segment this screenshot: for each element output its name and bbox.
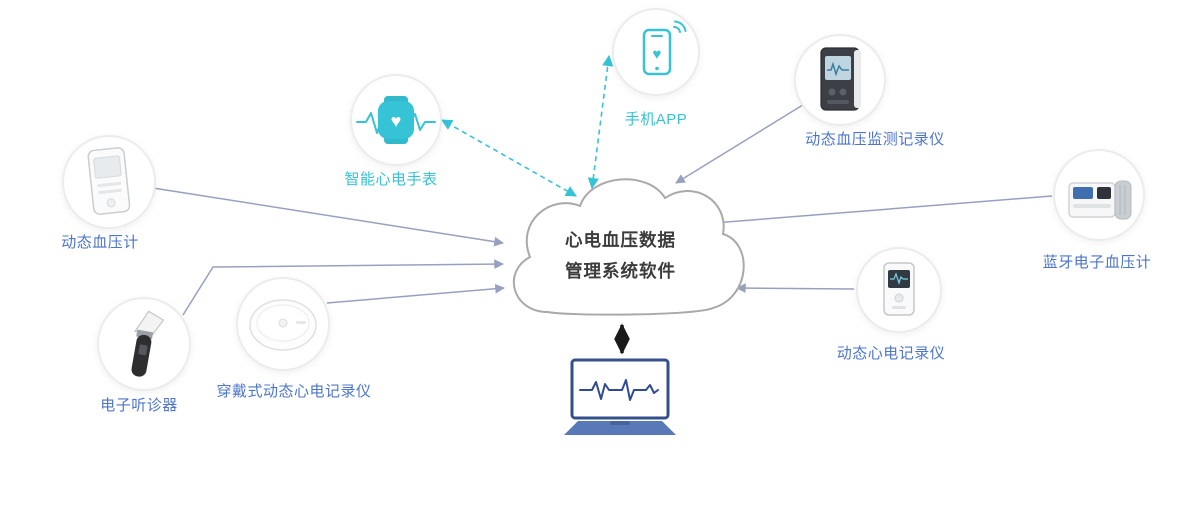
bp-monitor-node [794,34,886,126]
blood-pressure-device-icon [87,147,131,215]
arrow-cloud-to-watch [441,119,577,197]
smartwatch-label: 智能心电手表 [344,171,438,188]
arrow-cloud-to-phone [587,54,614,190]
arrow-bp-monitor-to-cloud [675,102,807,184]
laptop-ecg-icon [564,358,676,435]
bluetooth-bp-device-icon [1068,180,1132,220]
bp-left-label: 动态血压计 [61,234,139,251]
ecg-patch-label: 穿戴式动态心电记录仪 [216,383,372,400]
ecg-patch-icon [249,299,317,351]
smartphone-icon: ♥ [642,20,687,76]
ecg-box-node [1053,149,1145,241]
cloud-shape [512,178,745,316]
arrow-patch-to-cloud [326,283,505,304]
cloud-title: 心电血压数据 管理系统软件 [548,225,693,287]
phone-label: 手机APP [624,111,688,128]
bp-left-node [62,135,156,229]
ecg-patch-node [236,277,330,371]
arrow-ear-to-cloud [182,259,504,316]
bp-monitor-label: 动态血压监测记录仪 [805,131,945,148]
holter-node [856,247,942,333]
ear-device-node [97,297,191,391]
phone-node: ♥ [612,8,700,96]
svg-text:♥: ♥ [653,46,662,63]
laptop-node [558,358,682,451]
holter-recorder-icon [883,262,915,316]
ear-device-label: 电子听诊器 [100,397,178,414]
cloud-title-line1: 心电血压数据 [565,230,676,250]
arrow-bp-left-to-cloud [152,187,504,247]
cloud-title-line2: 管理系统软件 [565,261,676,281]
svg-text:♥: ♥ [391,111,402,131]
ecg-box-label: 蓝牙电子血压计 [1042,254,1152,271]
arrow-holter-to-cloud [736,283,855,293]
bp-monitor-icon [820,47,861,111]
smartwatch-node: ♥ [350,74,442,166]
arrow-ecg-box-to-cloud [713,195,1053,228]
holter-label: 动态心电记录仪 [836,345,946,362]
smartwatch-icon: ♥ [356,96,436,144]
ear-thermometer-icon [131,310,165,377]
